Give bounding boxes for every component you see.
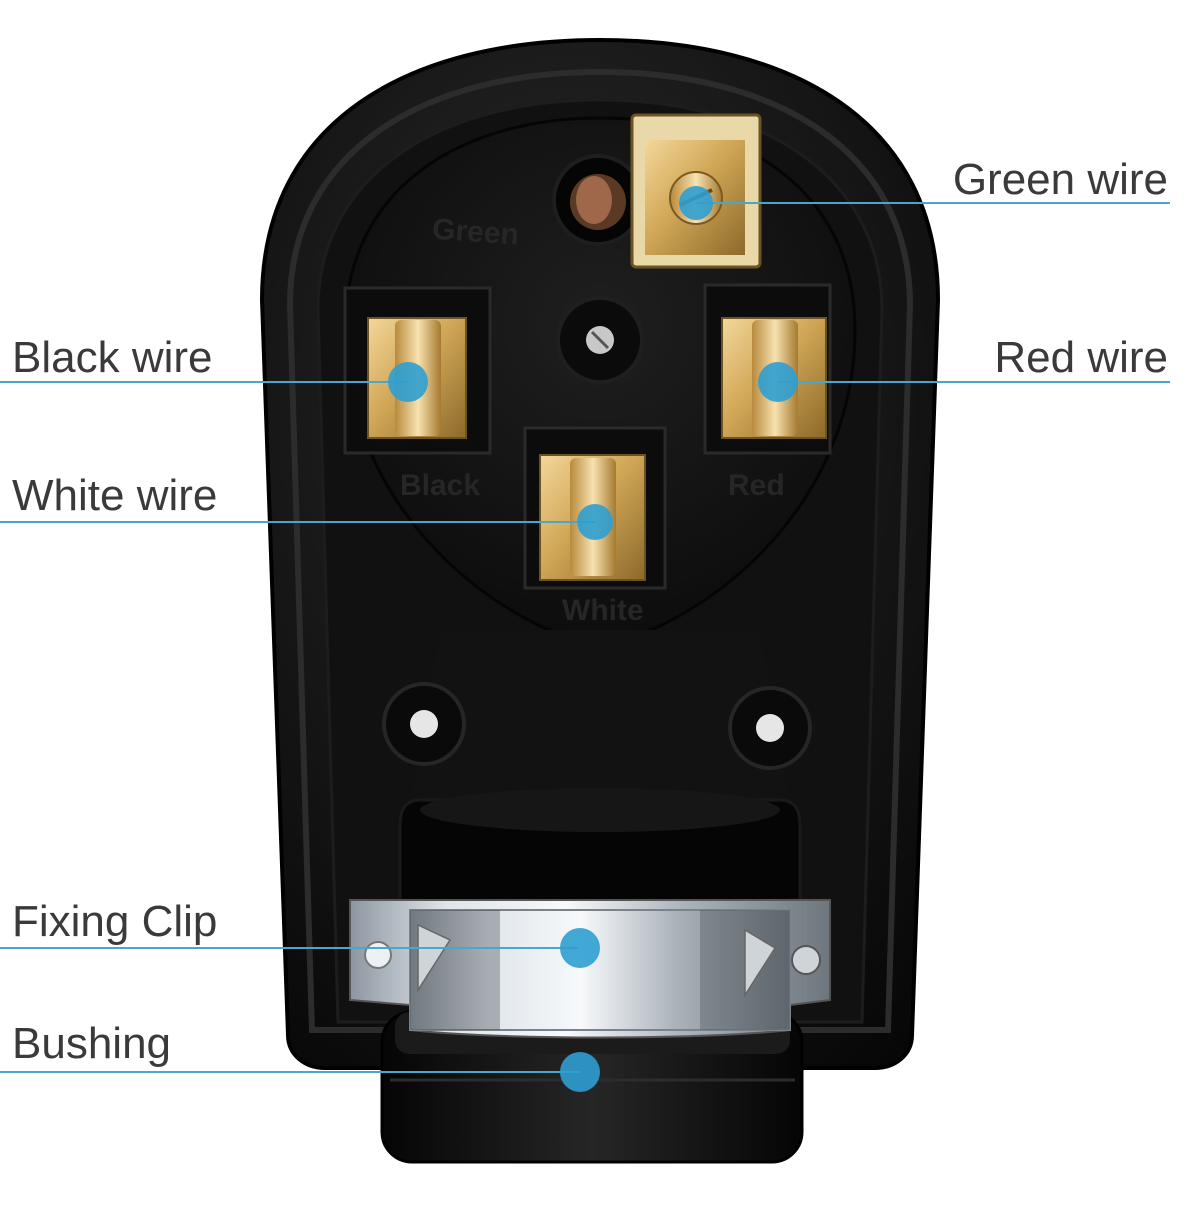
green-emboss-label: Green <box>431 213 520 252</box>
fixing-clip <box>349 899 831 1039</box>
bushing-dot <box>560 1052 600 1092</box>
plug-body-rim <box>286 68 914 1033</box>
mounting-hole-right <box>728 686 812 770</box>
callout-lines <box>0 202 1170 1073</box>
bushing-label: Bushing <box>12 1019 171 1068</box>
red-wire-dot <box>758 362 798 402</box>
center-screw <box>556 296 644 384</box>
white-wire-label: White wire <box>12 471 217 520</box>
green-wire-dot <box>679 186 713 220</box>
fixing-clip-label: Fixing Clip <box>12 897 217 946</box>
ground-pin-socket <box>552 154 644 246</box>
green-wire-label: Green wire <box>953 155 1168 204</box>
white-emboss-label: White <box>562 594 644 627</box>
black-emboss-label: Black <box>400 469 480 502</box>
cable-cavity-rim <box>420 788 780 832</box>
red-wire-label: Red wire <box>994 333 1168 382</box>
mounting-hole-left <box>382 682 466 766</box>
callout-dots <box>388 186 798 1092</box>
red-emboss-label: Red <box>728 469 785 502</box>
black-wire-dot <box>388 362 428 402</box>
black-wire-label: Black wire <box>12 333 213 382</box>
plug-neck <box>410 630 790 800</box>
fixing-clip-dot <box>560 928 600 968</box>
white-wire-dot <box>577 504 613 540</box>
